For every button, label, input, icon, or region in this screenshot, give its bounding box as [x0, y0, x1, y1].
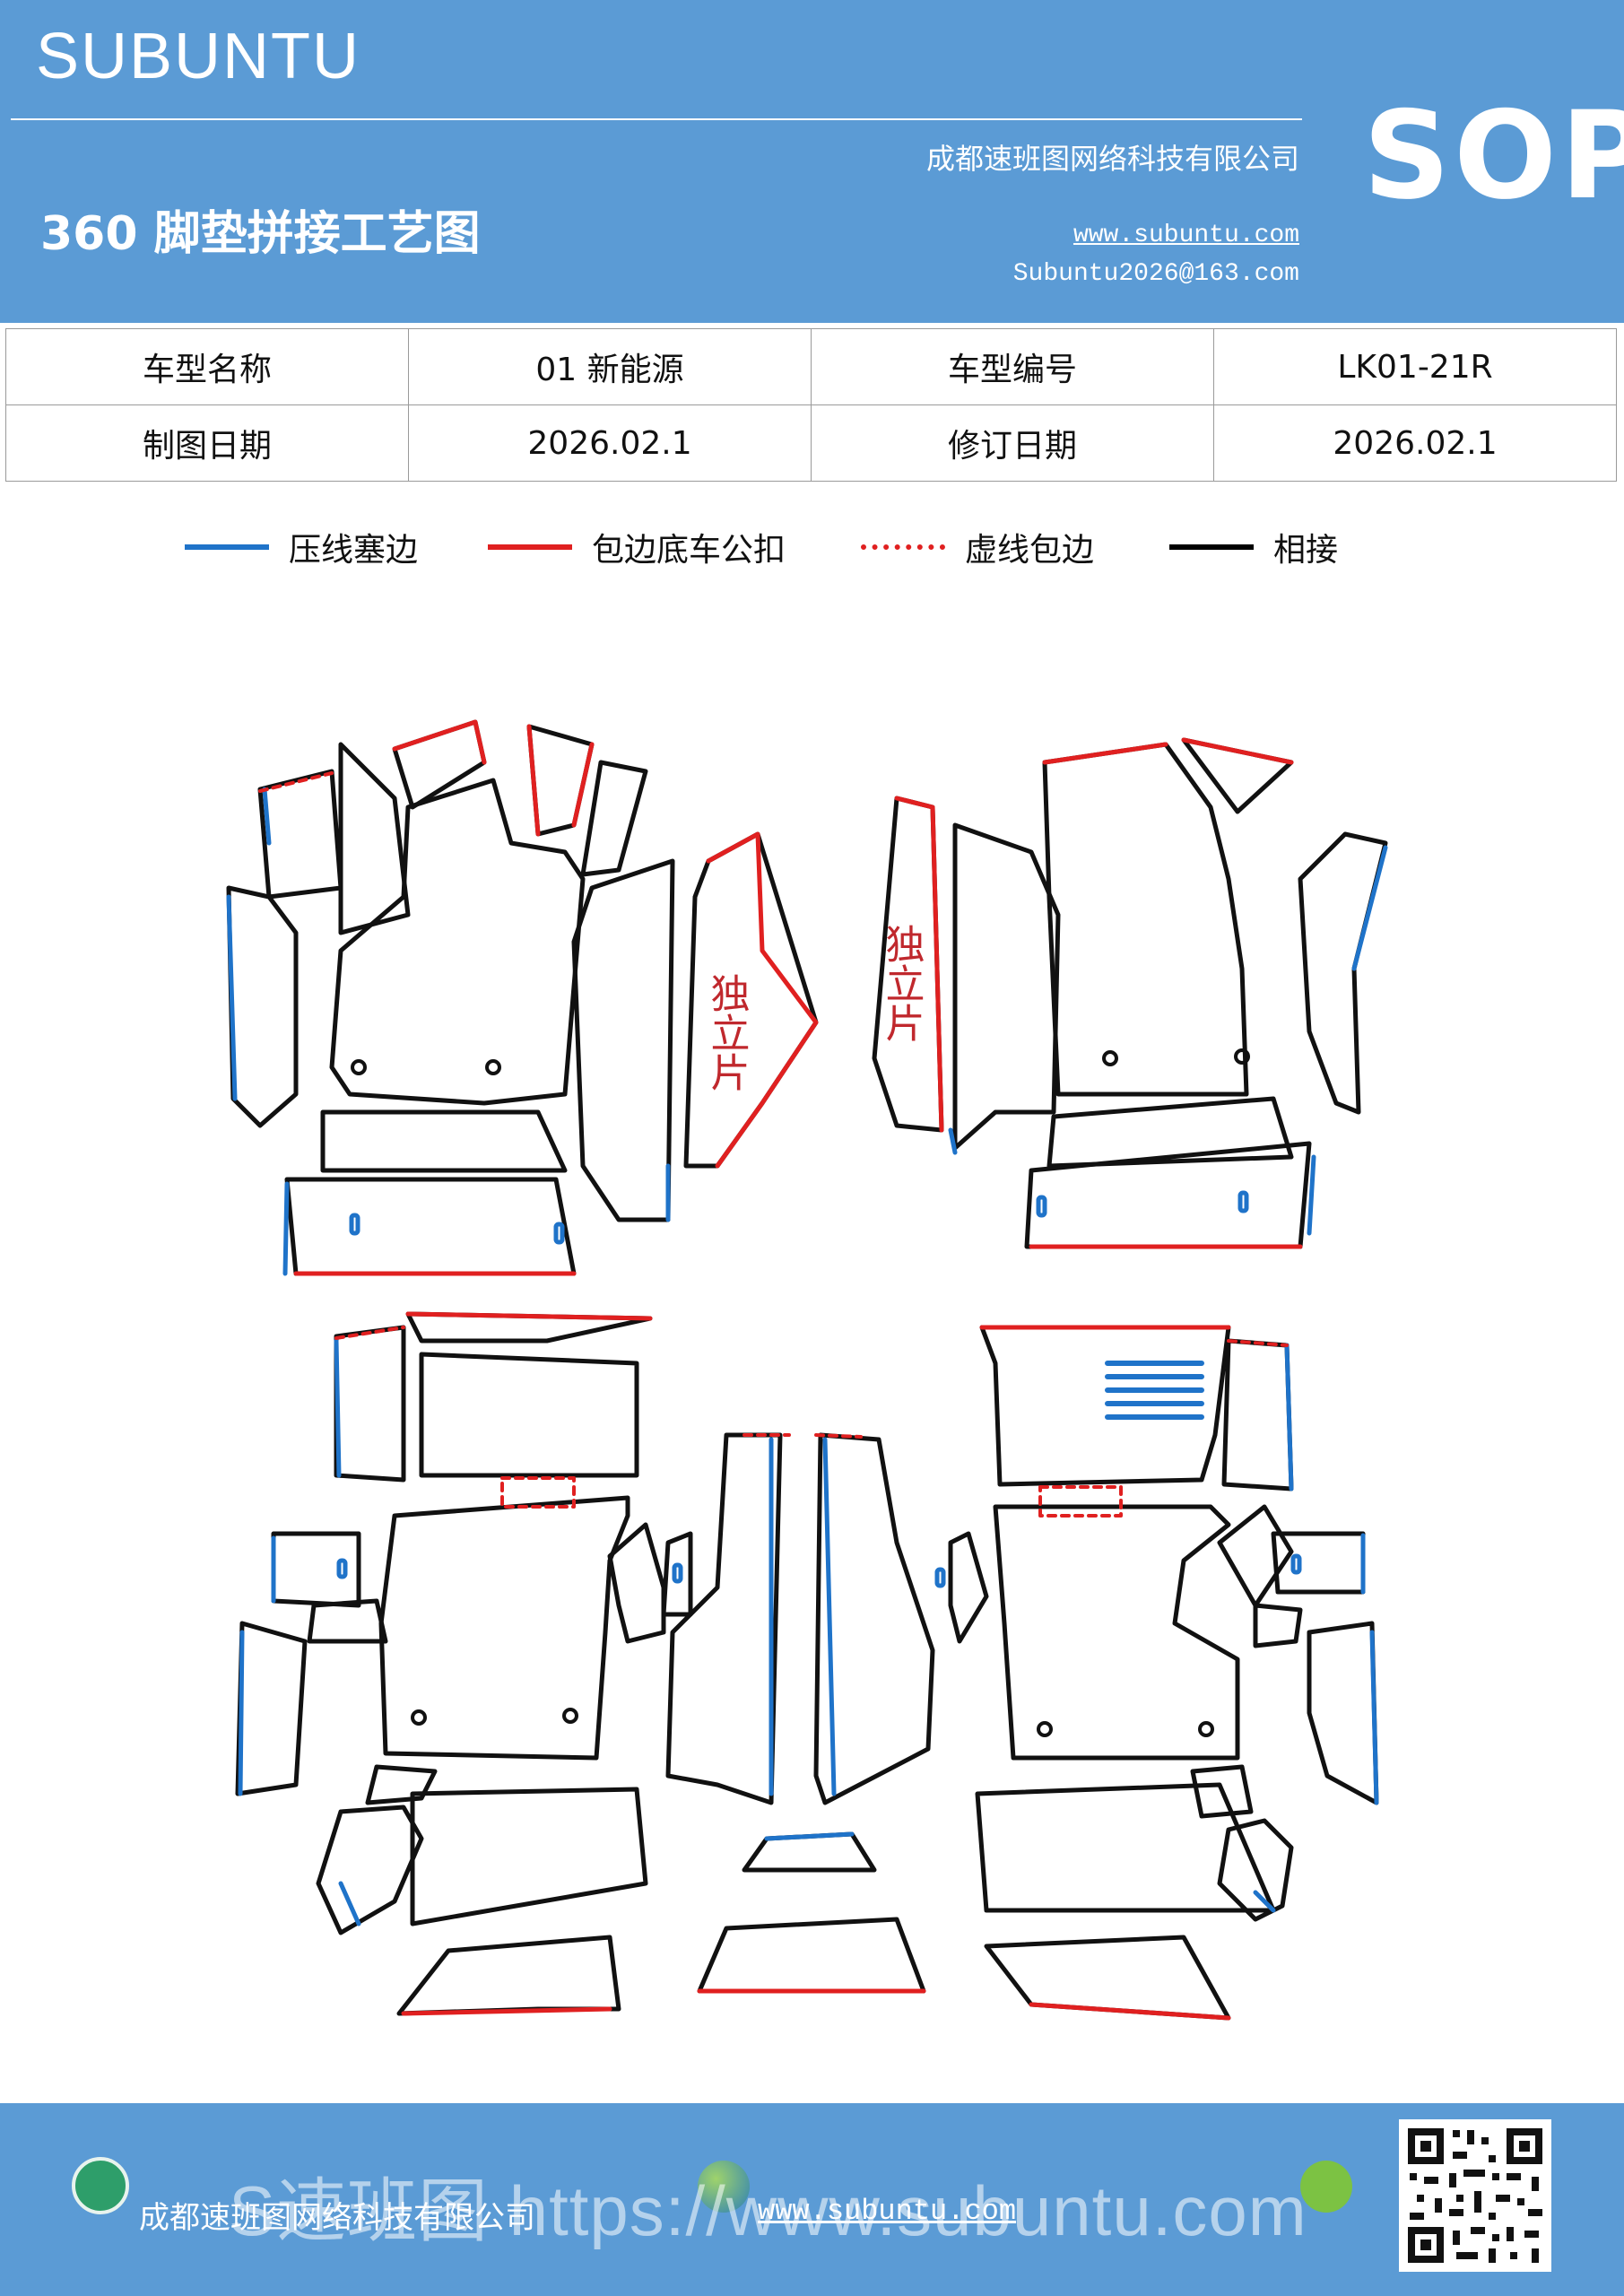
- legend-swatch-black: [1169, 544, 1254, 550]
- mat-piece: [993, 1504, 1240, 1761]
- header-email: Subuntu2026@163.com: [1012, 260, 1299, 288]
- header-band: SUBUNTU 成都速班图网络科技有限公司 www.subuntu.com Su…: [0, 0, 1624, 323]
- mat-piece: [334, 1325, 406, 1483]
- mat-pieces-outlines: [226, 719, 1388, 2021]
- header-divider: [11, 118, 1302, 120]
- vehicle-info-table: 车型名称 01 新能源 车型编号 LK01-21R 制图日期 2026.02.1…: [5, 328, 1617, 482]
- table-cell: 车型名称: [5, 328, 409, 405]
- mat-piece: [1221, 1338, 1294, 1492]
- mat-piece: [410, 1787, 648, 1926]
- mat-piece: [1217, 1818, 1294, 1922]
- mat-piece: [338, 742, 411, 935]
- table-cell: 01 新能源: [408, 328, 812, 405]
- header-website-link[interactable]: www.subuntu.com: [1073, 222, 1299, 249]
- sop-badge: SOP: [1363, 85, 1624, 226]
- mat-piece: [1298, 831, 1388, 1115]
- legend-label: 虚线包边: [965, 532, 1095, 569]
- brand-logo-text: SUBUNTU: [36, 21, 361, 92]
- document-title: 360 脚垫拼接工艺图: [40, 207, 481, 261]
- legend-label: 包边底车公扣: [592, 532, 786, 569]
- line-legend: 压线塞边 包边底车公扣 虚线包边 相接: [0, 520, 1624, 574]
- legend-label: 压线塞边: [289, 532, 419, 569]
- mat-piece: [984, 1935, 1231, 2021]
- table-cell: 车型编号: [811, 328, 1214, 405]
- table-row: 制图日期 2026.02.1 修订日期 2026.02.1: [5, 404, 1617, 482]
- mat-piece: [320, 1109, 568, 1173]
- wechat-icon: [1300, 2161, 1352, 2213]
- header-company: 成都速班图网络科技有限公司: [925, 142, 1299, 176]
- building-icon: [72, 2157, 129, 2214]
- mat-piece: [1253, 1603, 1303, 1648]
- pressed-edge-lines: [226, 787, 1388, 1926]
- footer-website-link[interactable]: www.subuntu.com: [758, 2195, 1017, 2228]
- mat-piece: [365, 1764, 438, 1805]
- footer-company: 成都速班图网络科技有限公司: [139, 2200, 535, 2236]
- mat-piece: [1217, 1504, 1294, 1608]
- dashed-wrap-lines: [258, 771, 1289, 1518]
- footer-watermark: S速班图 https://www.subuntu.com: [229, 2171, 1307, 2250]
- mat-piece: [571, 858, 675, 1222]
- independent-piece-label-right: 独立片: [879, 924, 925, 1042]
- legend-swatch-red-dashed: [861, 544, 945, 550]
- mat-piece: [1307, 1621, 1379, 1805]
- mat-piece: [607, 1522, 666, 1644]
- mat-piece: [307, 1598, 388, 1644]
- table-row: 车型名称 01 新能源 车型编号 LK01-21R: [5, 328, 1617, 405]
- mat-piece: [316, 1805, 424, 1935]
- mat-piece: [284, 1177, 577, 1276]
- mat-piece: [742, 1831, 877, 1873]
- mat-piece: [257, 769, 343, 900]
- mat-piece: [378, 1495, 630, 1761]
- mat-piece: [1190, 1764, 1254, 1819]
- footer-band: 成都速班图网络科技有限公司 www.subuntu.com S速班图 https…: [0, 2103, 1624, 2296]
- mat-piece: [952, 822, 1061, 1151]
- legend-swatch-blue: [185, 544, 269, 550]
- mat-piece: [948, 1531, 989, 1644]
- legend-item: 压线塞边: [185, 520, 418, 574]
- table-cell: 2026.02.1: [1213, 404, 1617, 482]
- legend-label: 相接: [1273, 532, 1339, 569]
- independent-piece-label-left: 独立片: [704, 973, 750, 1091]
- mat-piece: [697, 1917, 926, 1994]
- globe-icon: [698, 2161, 750, 2213]
- mat-piece: [226, 885, 299, 1128]
- mat-piece: [1042, 742, 1249, 1097]
- table-cell: LK01-21R: [1213, 328, 1617, 405]
- mounting-holes: [351, 1048, 1250, 1737]
- wrap-edge-lines: [293, 719, 1303, 2021]
- table-cell: 制图日期: [5, 404, 409, 482]
- mat-piece: [1046, 1096, 1294, 1169]
- mat-piece: [396, 1935, 621, 2016]
- floor-mat-layout-diagram: 独立片 独立片: [226, 719, 1388, 2021]
- table-cell: 2026.02.1: [408, 404, 812, 482]
- mat-piece: [661, 1531, 693, 1617]
- legend-item: 相接: [1169, 520, 1338, 574]
- legend-item: 虚线包边: [861, 520, 1094, 574]
- qr-code[interactable]: [1399, 2119, 1551, 2272]
- mat-piece: [580, 760, 648, 877]
- mat-piece: [419, 1352, 639, 1478]
- mat-piece: [665, 1432, 783, 1805]
- legend-swatch-red: [488, 544, 572, 550]
- mat-piece: [813, 1432, 935, 1805]
- mat-piece: [329, 778, 586, 1106]
- mat-piece: [235, 1621, 308, 1796]
- table-cell: 修订日期: [811, 404, 1214, 482]
- legend-item: 包边底车公扣: [488, 520, 786, 574]
